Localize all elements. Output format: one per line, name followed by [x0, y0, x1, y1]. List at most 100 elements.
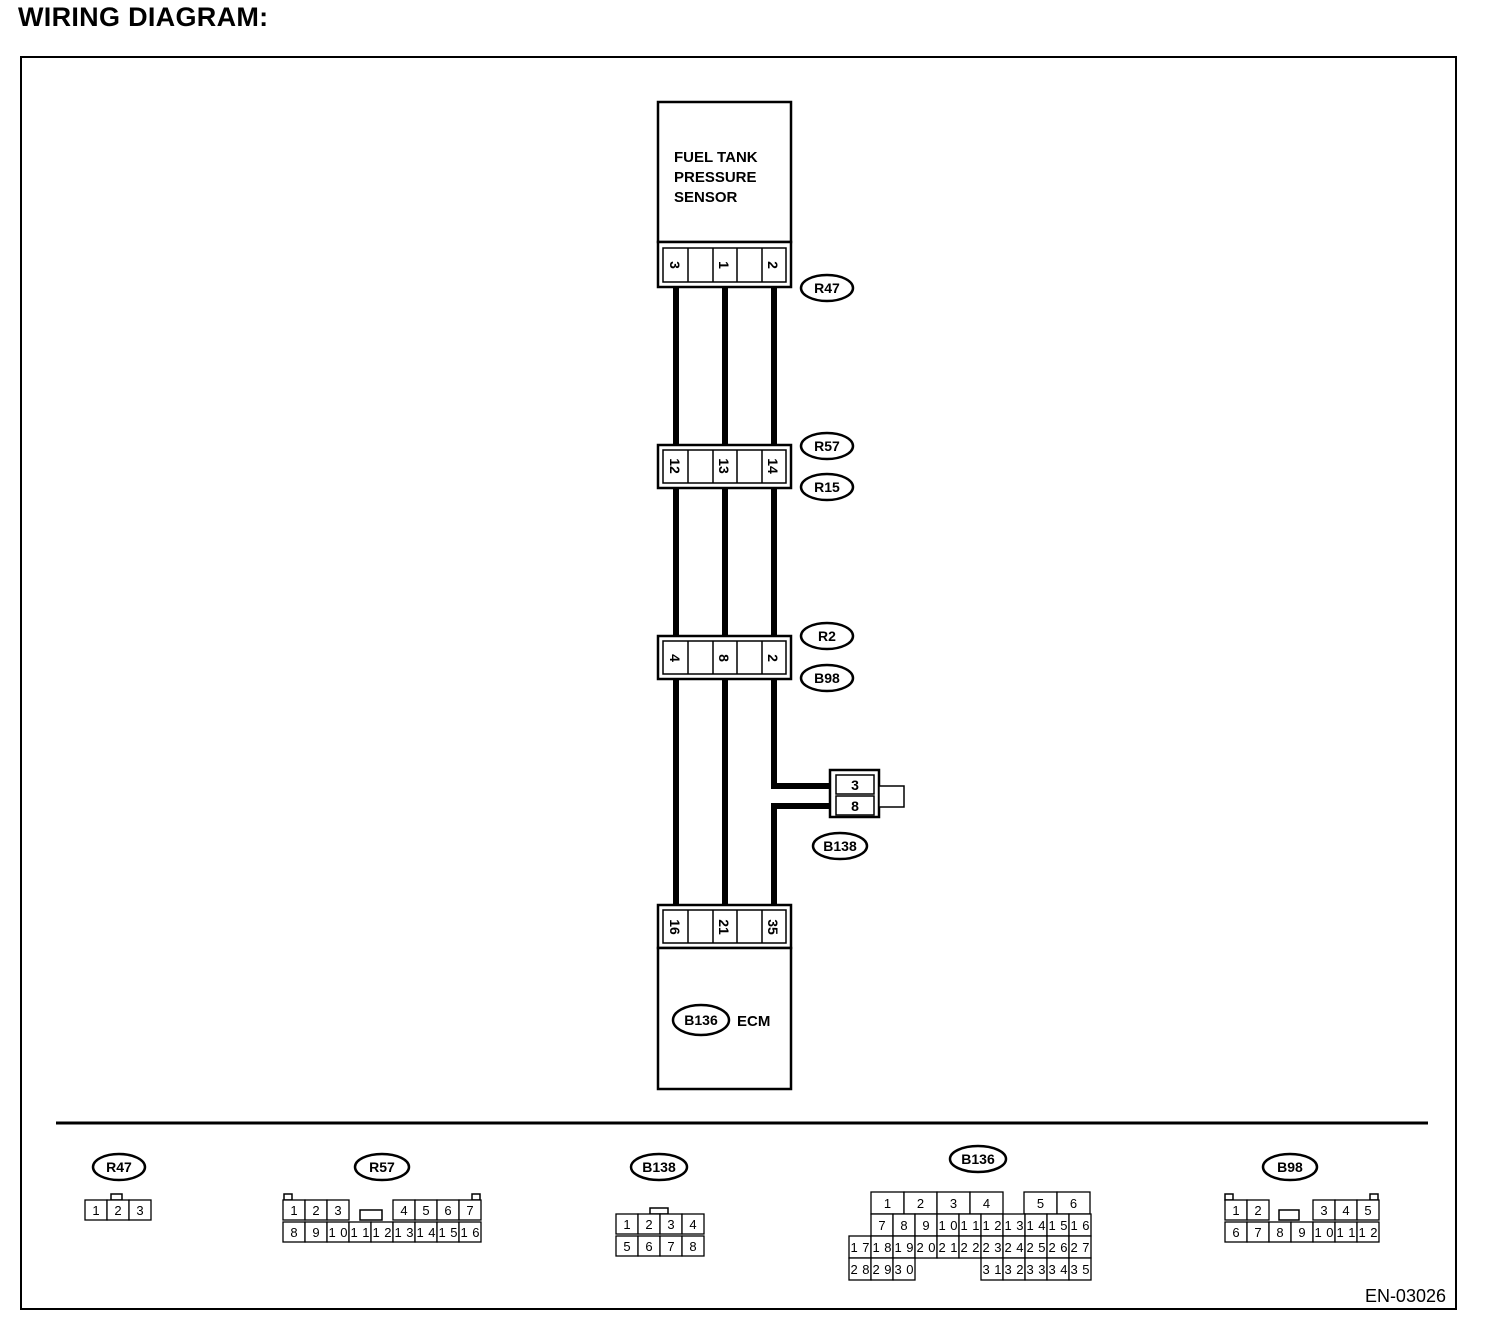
connector-tag-r47: R47 — [799, 273, 855, 303]
junction-1-pin: 14 — [765, 458, 781, 474]
sensor-label-line-1: FUEL TANK — [674, 149, 758, 166]
connector-tag-r15: R15 — [799, 472, 855, 502]
legend-r57-pin-label: 2 — [312, 1203, 319, 1218]
ecm-label: ECM — [737, 1013, 770, 1030]
legend-r57-cell — [458, 1199, 482, 1221]
legend-b136-pin-label: 8 — [900, 1218, 907, 1233]
legend-b136-cell — [892, 1257, 916, 1281]
svg-text:B138: B138 — [642, 1159, 676, 1175]
svg-text:R57: R57 — [369, 1159, 395, 1175]
legend-b136-pin-label: 9 — [922, 1218, 929, 1233]
legend-r47-pin-label: 3 — [136, 1203, 143, 1218]
legend-b136-pin-label: 2 — [917, 1196, 924, 1211]
sensor-label-line-2: PRESSURE — [674, 169, 757, 186]
legend-b138-pin-label: 2 — [645, 1217, 652, 1232]
fuel-tank-pressure-sensor: FUEL TANK PRESSURE SENSOR 3 1 2 — [656, 100, 793, 289]
svg-text:R15: R15 — [814, 479, 840, 495]
legend-r47-pin-label: 1 — [92, 1203, 99, 1218]
sensor-label-line-3: SENSOR — [674, 189, 738, 206]
legend-r47-cell — [128, 1199, 152, 1221]
legend-b138-pin-label: 3 — [667, 1217, 674, 1232]
legend-r57-pin-label: 9 — [312, 1225, 319, 1240]
legend-b138-pin-label: 4 — [689, 1217, 696, 1232]
legend-r47-pin-label: 2 — [114, 1203, 121, 1218]
legend-b98-pin-label: 5 — [1364, 1203, 1371, 1218]
connector-tag-b98: B98 — [799, 663, 855, 693]
legend-b136-cell — [1068, 1257, 1092, 1281]
legend-b136-pin-label: 4 — [983, 1196, 990, 1211]
junction-2-pin: 8 — [716, 654, 732, 662]
junction-2-pin: 2 — [765, 654, 781, 662]
legend-b98-cell — [1356, 1221, 1380, 1243]
legend-r57-pin-label: 4 — [400, 1203, 407, 1218]
svg-text:B136: B136 — [961, 1151, 995, 1167]
legend-r57-pin-label: 5 — [422, 1203, 429, 1218]
legend-b138-cell — [681, 1213, 705, 1235]
legend-b98-pin-label: 4 — [1342, 1203, 1349, 1218]
legend-b138-cell — [681, 1235, 705, 1257]
legend-b138-pin-label: 8 — [689, 1239, 696, 1254]
svg-text:R47: R47 — [106, 1159, 132, 1175]
diagram-frame — [20, 56, 1457, 1310]
junction-connector-1: 12 13 14 — [656, 443, 793, 490]
legend-b138-pin-label: 7 — [667, 1239, 674, 1254]
svg-text:B98: B98 — [1277, 1159, 1303, 1175]
legend-b98-pin-label: 1 — [1232, 1203, 1239, 1218]
legend-b98-pin-label: 7 — [1254, 1225, 1261, 1240]
connector-tag-r2: R2 — [799, 621, 855, 651]
junction-connector-2: 4 8 2 — [656, 634, 793, 681]
figure-id: EN-03026 — [1365, 1286, 1446, 1306]
svg-text:B98: B98 — [814, 670, 840, 686]
legend-b98-pin-label: 8 — [1276, 1225, 1283, 1240]
svg-text:R57: R57 — [814, 438, 840, 454]
svg-text:R2: R2 — [818, 628, 836, 644]
legend-b98-pin-label: 2 — [1254, 1203, 1261, 1218]
legend-b138-pin-label: 6 — [645, 1239, 652, 1254]
legend-b138-pin-label: 1 — [623, 1217, 630, 1232]
legend-b136-pin-label: 5 — [1037, 1196, 1044, 1211]
legend-r57-cell — [458, 1221, 482, 1243]
legend-r57-cell — [326, 1199, 350, 1221]
ecm-pin: 21 — [716, 919, 732, 935]
legend-b98-cell — [1246, 1199, 1270, 1221]
legend-r57-pin-label: 6 — [444, 1203, 451, 1218]
sensor-pin: 3 — [667, 261, 683, 269]
junction-1-pin: 13 — [716, 458, 732, 474]
ecm: 16 21 35 B136 ECM — [656, 903, 793, 1091]
legend-b98-pin-label: 6 — [1232, 1225, 1239, 1240]
legend-r57-pin-label: 7 — [466, 1203, 473, 1218]
legend-b136-pin-label: 3 — [950, 1196, 957, 1211]
legend-b136-pin-label: 1 — [884, 1196, 891, 1211]
branch-pin: 8 — [851, 798, 859, 814]
ecm-pin: 35 — [765, 919, 781, 935]
ecm-connector-label: B136 — [684, 1012, 718, 1028]
junction-1-pin: 12 — [667, 458, 683, 474]
connector-tag-r57: R57 — [799, 431, 855, 461]
junction-2-pin: 4 — [667, 654, 683, 662]
legend-b136-pin-label: 7 — [878, 1218, 885, 1233]
legend-b98-pin-label: 3 — [1320, 1203, 1327, 1218]
page-title: WIRING DIAGRAM: — [18, 2, 269, 32]
ecm-pin: 16 — [667, 919, 683, 935]
branch-connector: 3 8 — [828, 768, 905, 819]
ecm-connector-tag — [671, 1003, 731, 1037]
connector-tag-b138: B138 — [811, 831, 869, 861]
svg-text:B138: B138 — [823, 838, 857, 854]
legend-r57-pin-label: 8 — [290, 1225, 297, 1240]
sensor-pin: 2 — [765, 261, 781, 269]
legend-b138-pin-label: 5 — [623, 1239, 630, 1254]
branch-pin: 3 — [851, 777, 859, 793]
sensor-pin: 1 — [716, 261, 732, 269]
legend-b98-pin-label: 9 — [1298, 1225, 1305, 1240]
legend-b136-pin-label: 6 — [1070, 1196, 1077, 1211]
